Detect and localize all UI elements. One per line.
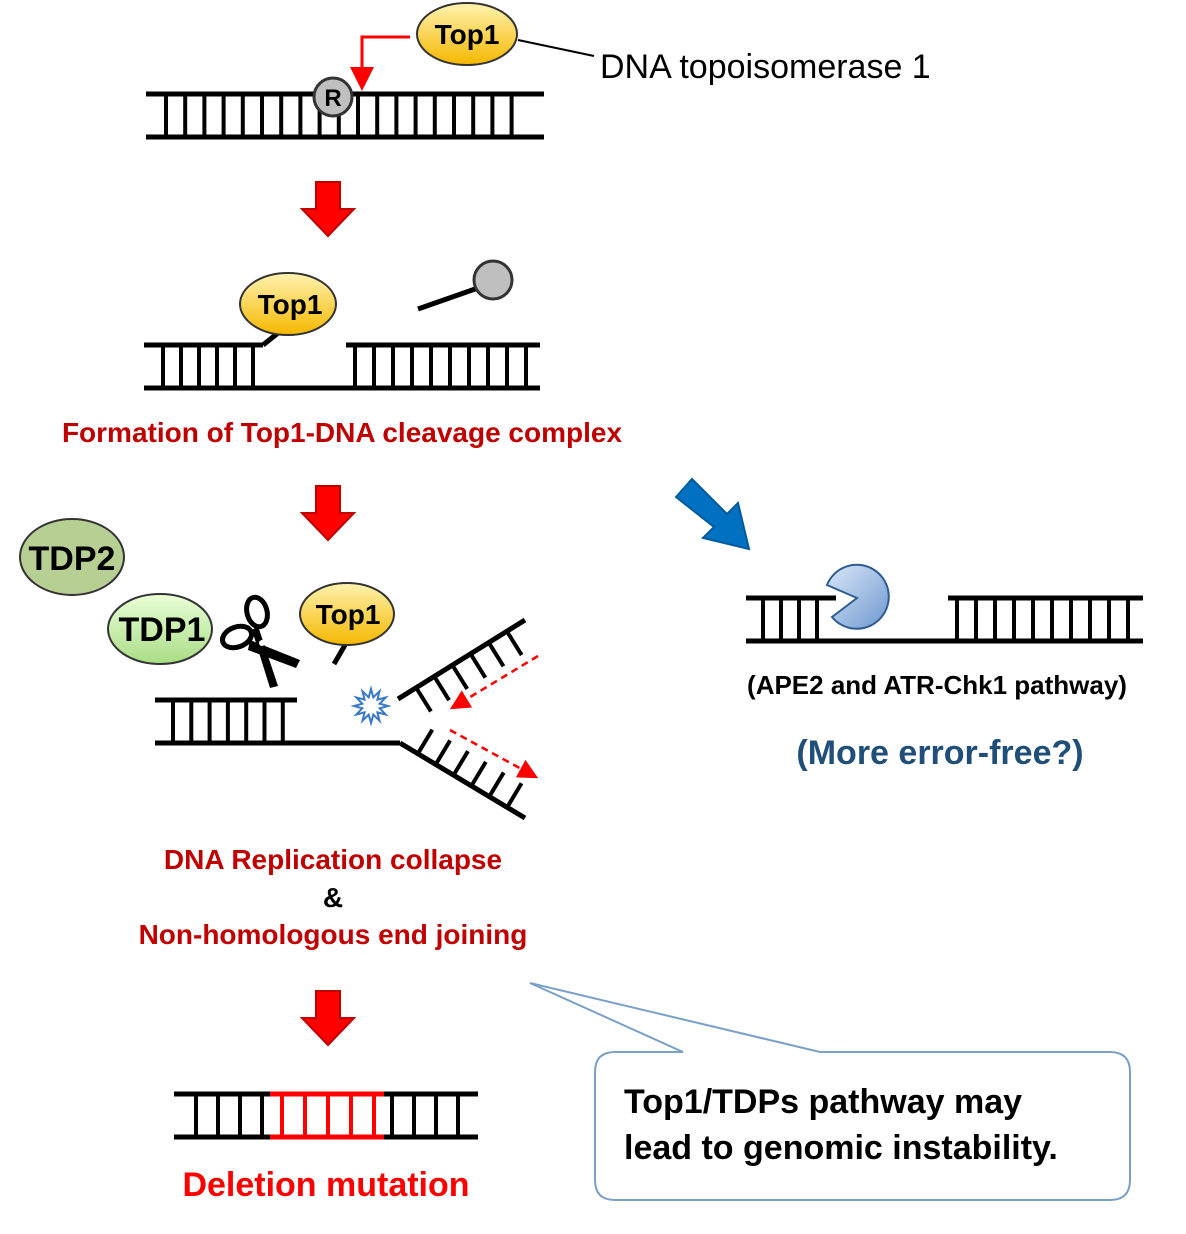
- dna-rung: [487, 641, 506, 668]
- callout-line-2: lead to genomic instability.: [624, 1129, 1058, 1167]
- red-arrow-3: [299, 990, 357, 1047]
- dna-rung: [505, 782, 524, 809]
- error-free-label: (More error-free?): [796, 734, 1083, 772]
- dna-rung: [469, 760, 488, 787]
- dna-rung: [451, 750, 470, 777]
- svg-text:TDP2: TDP2: [29, 540, 116, 578]
- callout-box: Top1/TDPs pathway may lead to genomic in…: [529, 982, 1131, 1201]
- replication-arrow-lower: [449, 728, 539, 779]
- scissors-icon: [219, 594, 300, 688]
- blue-arrow: [674, 477, 751, 551]
- svg-text:Top1: Top1: [435, 19, 500, 50]
- ampersand-label: &: [323, 882, 343, 913]
- ape2-pacman: [825, 563, 890, 630]
- red-arrow-1: [299, 181, 357, 238]
- top1-enzyme-2: Top1: [239, 272, 337, 336]
- red-arrow-2: [299, 485, 357, 542]
- top1-enzyme-1: Top1: [416, 2, 518, 66]
- tdp1-enzyme: TDP1: [107, 593, 213, 665]
- svg-text:R: R: [324, 85, 341, 112]
- break-star-icon: [350, 685, 392, 727]
- dna-rung: [487, 771, 506, 798]
- dna-deletion: [174, 1091, 478, 1140]
- tdp2-enzyme: TDP2: [19, 518, 125, 596]
- cleavage-pointer: [350, 35, 410, 91]
- formation-label: Formation of Top1-DNA cleavage complex: [62, 417, 623, 448]
- svg-text:TDP1: TDP1: [119, 611, 206, 649]
- svg-text:Top1: Top1: [258, 289, 323, 320]
- released-ribonucleotide: [417, 259, 514, 312]
- dna-rung: [433, 739, 452, 766]
- callout-line-1: Top1/TDPs pathway may: [624, 1083, 1022, 1121]
- dna-fork: [155, 617, 527, 821]
- ribonucleotide: R: [312, 76, 354, 118]
- dna-rung: [468, 652, 488, 679]
- nhej-label: Non-homologous end joining: [139, 919, 528, 950]
- collapse-label: DNA Replication collapse: [164, 844, 502, 875]
- dna-cleaved: [144, 331, 540, 391]
- dna-rung: [416, 728, 434, 755]
- topoisomerase-label: DNA topoisomerase 1: [600, 48, 931, 86]
- dna-rung: [432, 675, 451, 702]
- top1-enzyme-3: Top1: [299, 582, 395, 666]
- replication-arrow-upper: [449, 654, 539, 710]
- deletion-label: Deletion mutation: [182, 1166, 469, 1204]
- dna-ape2: [746, 595, 1143, 644]
- svg-text:Top1: Top1: [316, 599, 381, 630]
- dna-rung: [505, 630, 524, 657]
- dna-rung: [450, 664, 469, 690]
- dna-rung: [414, 686, 433, 713]
- label-leader: [517, 39, 595, 57]
- ape2-pathway-label: (APE2 and ATR-Chk1 pathway): [747, 670, 1127, 700]
